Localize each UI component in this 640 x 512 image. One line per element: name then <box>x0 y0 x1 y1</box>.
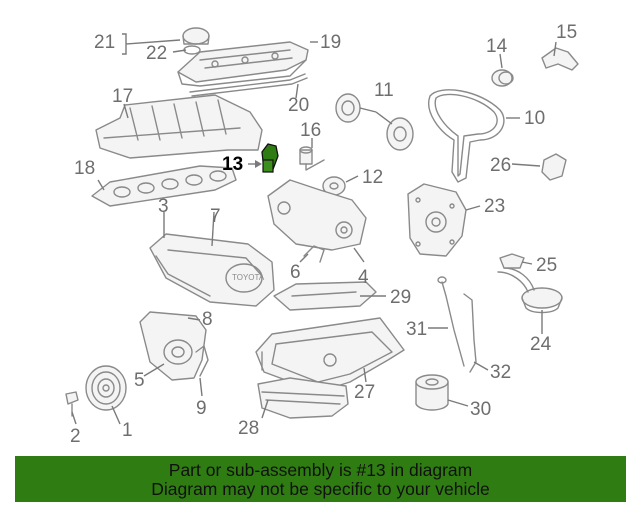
callout-6: 6 <box>290 262 301 283</box>
part-dipstick-tube-32 <box>463 293 477 373</box>
callout-10: 10 <box>524 108 545 129</box>
callout-5: 5 <box>134 370 145 391</box>
part-bolt-16 <box>299 146 325 171</box>
part-intake-manifold <box>95 94 263 159</box>
callout-4: 4 <box>358 267 369 288</box>
part-cap-gasket <box>183 45 201 55</box>
callout-2: 2 <box>70 426 81 447</box>
part-manifold-gasket <box>91 165 237 207</box>
callout-26: 26 <box>490 155 511 176</box>
callout-3: 3 <box>158 196 169 217</box>
engine-parts-diagram: TOYOTA <box>65 22 579 447</box>
leader-lines <box>71 33 557 425</box>
callout-23: 23 <box>484 196 505 217</box>
part-bracket-15 <box>541 47 579 71</box>
part-valve-cover <box>177 41 309 87</box>
svg-text:TOYOTA: TOYOTA <box>232 273 265 282</box>
part-crank-pulley-1 <box>85 365 127 411</box>
part-valve-cover-gasket <box>189 73 308 97</box>
callout-18: 18 <box>74 158 95 179</box>
part-gasket-25 <box>499 253 525 269</box>
callout-19: 19 <box>320 32 341 53</box>
part-oil-pump-23 <box>407 183 467 257</box>
callout-14: 14 <box>486 36 508 57</box>
part-idler-14 <box>491 69 514 87</box>
callout-12: 12 <box>362 167 383 188</box>
part-baffle-29 <box>273 281 377 311</box>
callout-7: 7 <box>210 206 221 227</box>
part-upper-oil-pan-27 <box>255 317 405 393</box>
callout-21: 21 <box>94 32 115 53</box>
callout-20: 20 <box>288 95 309 116</box>
part-seal-6 <box>303 245 325 263</box>
part-sensor-26 <box>541 153 567 181</box>
callout-32: 32 <box>490 362 511 383</box>
part-outer-cover-3: TOYOTA <box>149 233 275 307</box>
callout-9: 9 <box>196 398 207 419</box>
part-pulleys-11 <box>335 93 414 151</box>
callout-30: 30 <box>470 399 491 420</box>
part-lower-cover-8 <box>139 311 207 381</box>
callout-8: 8 <box>202 309 213 330</box>
callout-17: 17 <box>112 86 133 107</box>
callout-28: 28 <box>238 418 259 439</box>
callout-11: 11 <box>374 80 394 101</box>
callout-31: 31 <box>406 319 427 340</box>
callout-22: 22 <box>146 43 167 64</box>
part-oil-filter-30 <box>415 374 449 411</box>
part-lower-oil-pan-28 <box>257 377 349 419</box>
part-timing-cover-4 <box>267 179 367 251</box>
callout-13: 13 <box>222 154 243 175</box>
callout-25: 25 <box>536 255 557 276</box>
callout-16: 16 <box>300 120 321 141</box>
part-seal-9 <box>195 345 209 377</box>
callout-15: 15 <box>556 22 577 43</box>
callout-29: 29 <box>390 287 411 308</box>
callout-27: 27 <box>354 382 375 403</box>
callout-1: 1 <box>122 420 133 441</box>
banner-line-2: Diagram may not be specific to your vehi… <box>151 479 490 499</box>
callout-labels: 21 22 19 20 17 18 13 16 14 15 11 10 12 2… <box>70 22 577 447</box>
part-13-highlighted <box>261 143 279 173</box>
part-oil-strainer-24 <box>497 267 563 314</box>
banner-line-1: Part or sub-assembly is #13 in diagram <box>168 460 473 480</box>
part-oil-filler-cap <box>182 27 210 45</box>
part-timing-belt-10 <box>428 89 505 183</box>
callout-24: 24 <box>530 334 552 355</box>
part-dipstick-31 <box>437 276 465 367</box>
info-banner: Part or sub-assembly is #13 in diagram D… <box>15 456 626 502</box>
